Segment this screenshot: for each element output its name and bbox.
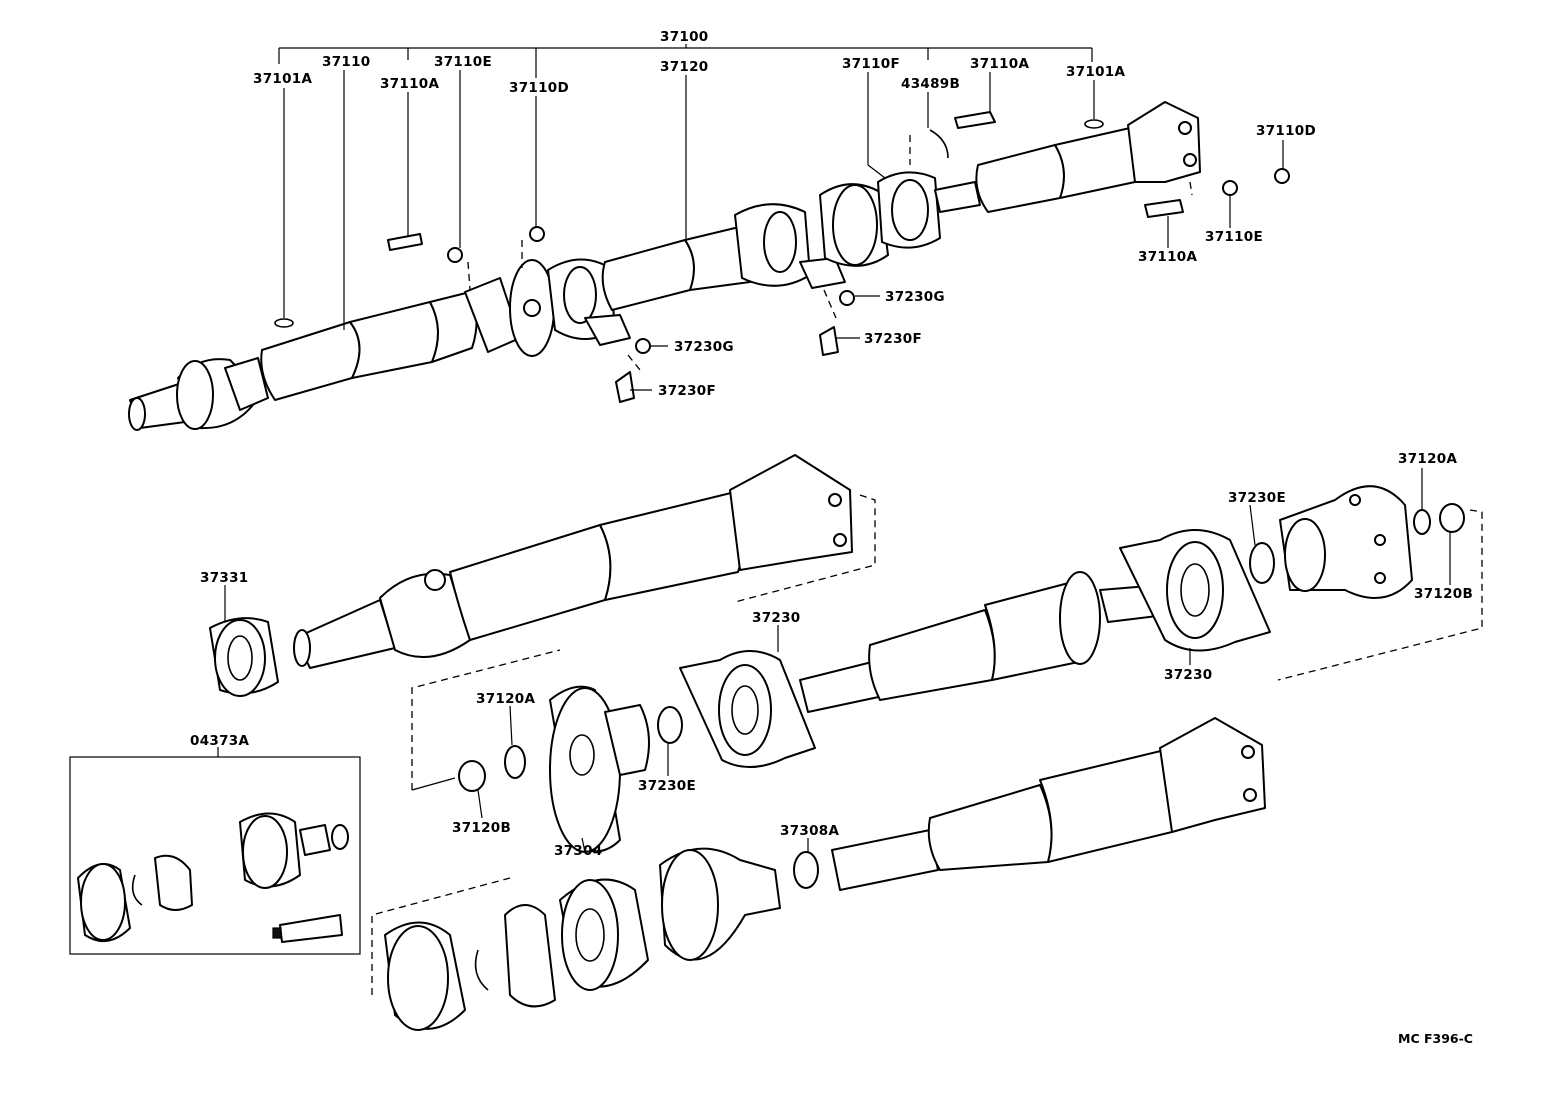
bracket-37100 — [278, 44, 1093, 78]
label-37331: 37331 — [200, 570, 248, 586]
label-37110A-b: 37110A — [970, 56, 1029, 72]
label-37308A: 37308A — [780, 823, 839, 839]
label-43489B: 43489B — [901, 76, 960, 92]
label-37230-b: 37230 — [1164, 667, 1212, 683]
label-37230F-a: 37230F — [658, 383, 716, 399]
label-37100: 37100 — [660, 29, 708, 45]
leader-lines — [224, 70, 1451, 853]
top-hardware — [274, 111, 1290, 403]
label-37230G-a: 37230G — [674, 339, 734, 355]
label-37304: 37304 — [554, 843, 602, 859]
label-37110E-a: 37110E — [434, 54, 492, 70]
label-37110D-b: 37110D — [1256, 123, 1316, 139]
label-37101A-right: 37101A — [1066, 64, 1125, 80]
bottom-shaft-assembly — [371, 717, 1266, 1031]
kit-04373A-box — [69, 747, 361, 955]
label-37110D-a: 37110D — [509, 80, 569, 96]
label-37110E-b: 37110E — [1205, 229, 1263, 245]
middle-left-shaft — [209, 454, 876, 697]
label-37230-a: 37230 — [752, 610, 800, 626]
label-37230E-a: 37230E — [638, 778, 696, 794]
label-37110: 37110 — [322, 54, 370, 70]
label-37120B-b: 37120B — [1414, 586, 1473, 602]
label-37230G-b: 37230G — [885, 289, 945, 305]
label-37230E-b: 37230E — [1228, 490, 1286, 506]
label-04373A: 04373A — [190, 733, 249, 749]
part-labels: 37100 37101A 37110 37110A 37110E 37110D … — [190, 29, 1473, 1046]
label-37110F: 37110F — [842, 56, 900, 72]
label-37110A-c: 37110A — [1138, 249, 1197, 265]
figure-code: MC F396-C — [1398, 1031, 1473, 1046]
label-37120B-a: 37120B — [452, 820, 511, 836]
label-37101A-left: 37101A — [253, 71, 312, 87]
label-37120: 37120 — [660, 59, 708, 75]
label-37120A-a: 37120A — [476, 691, 535, 707]
label-37230F-b: 37230F — [864, 331, 922, 347]
label-37120A-b: 37120A — [1398, 451, 1457, 467]
top-shaft-assembly — [128, 101, 1201, 431]
middle-right-shaft — [411, 485, 1483, 853]
label-37110A-a: 37110A — [380, 76, 439, 92]
